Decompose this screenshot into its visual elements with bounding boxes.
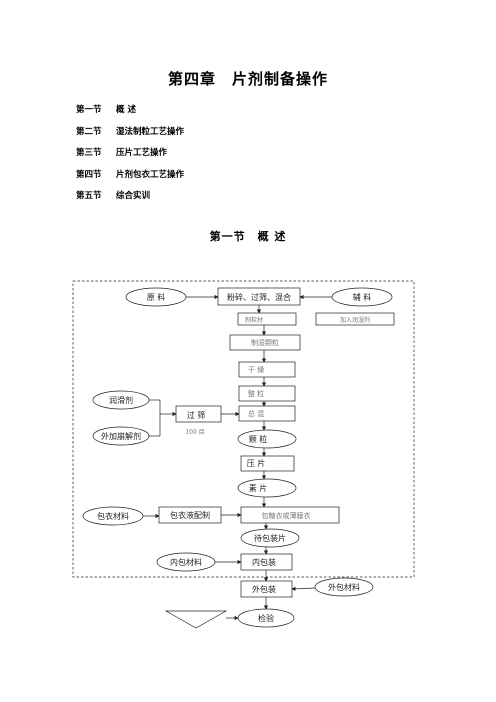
coat-prep-label: 包衣液配制 xyxy=(170,510,210,520)
whole-label: 整 粒 xyxy=(248,389,264,398)
raw-label: 原 料 xyxy=(147,292,166,302)
coat-process-label: 包糖衣或薄膜衣 xyxy=(262,511,311,520)
faint-right-label: 加入润湿剂 xyxy=(340,316,370,324)
faint-left-label: 制软材 xyxy=(245,316,263,324)
press-label: 压 片 xyxy=(247,458,266,468)
toc-item[interactable]: 第二节湿法制粒工艺操作 xyxy=(76,126,185,137)
disintegrant-label: 外加崩解剂 xyxy=(101,431,141,441)
inner-pack-label: 内包装 xyxy=(252,557,276,567)
aux-label: 辅 料 xyxy=(353,292,372,302)
chapter-title: 第四章 片剂制备操作 xyxy=(167,70,328,88)
inspect-label: 检验 xyxy=(258,613,274,623)
lubricant-label: 润滑剂 xyxy=(109,395,133,405)
faint-left-node xyxy=(237,312,297,326)
crush-label: 粉碎、过筛、混合 xyxy=(227,292,291,302)
mix-label: 总 混 xyxy=(248,409,264,418)
table-of-contents: 第一节概 述 第二节湿法制粒工艺操作 第三节压片工艺操作 第四节片剂包衣工艺操作… xyxy=(76,100,184,208)
wet-granule-label: 制湿颗粒 xyxy=(251,338,279,347)
inspect-triangle xyxy=(164,610,228,629)
tablet-label: 素 片 xyxy=(249,483,268,493)
dry-label: 干 燥 xyxy=(248,365,264,374)
toc-item[interactable]: 第三节压片工艺操作 xyxy=(76,148,168,158)
toc-item[interactable]: 第五节综合实训 xyxy=(76,191,151,201)
whole-node xyxy=(238,385,296,402)
to-pack-node xyxy=(240,528,300,548)
inner-material-label: 内包材料 xyxy=(170,557,202,567)
coat-material-label: 包衣材料 xyxy=(97,511,129,521)
sieve-note: 100 目 xyxy=(185,429,204,436)
tablet-node xyxy=(237,478,297,498)
dry-node xyxy=(238,361,296,378)
outer-material-label: 外包材料 xyxy=(328,582,360,592)
granule-label: 颗 粒 xyxy=(249,434,268,444)
toc-item[interactable]: 第一节概 述 xyxy=(76,105,136,115)
outer-pack-label: 外包装 xyxy=(252,584,276,594)
granule-node xyxy=(237,429,297,449)
sieve-label: 过 筛 xyxy=(187,410,206,420)
section-title: 第一节 概 述 xyxy=(209,230,287,243)
toc-item[interactable]: 第四节片剂包衣工艺操作 xyxy=(76,169,185,180)
faint-right-node xyxy=(315,312,395,326)
press-node xyxy=(240,455,295,472)
to-pack-label: 待包装片 xyxy=(254,533,286,543)
outer-material-node xyxy=(314,577,374,597)
flow-frame xyxy=(72,280,415,578)
